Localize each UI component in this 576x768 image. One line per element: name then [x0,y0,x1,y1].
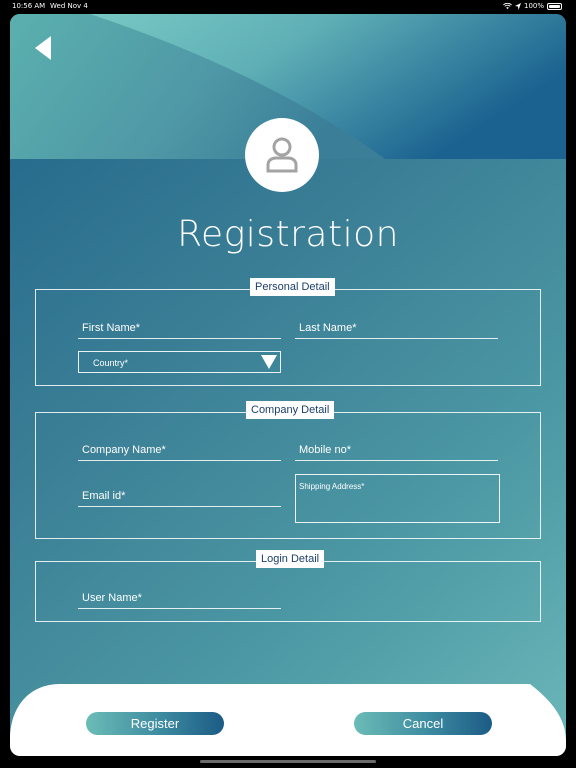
user-name-input[interactable] [78,587,281,608]
home-indicator [200,760,376,763]
status-bar: 10:56 AM Wed Nov 4 100% [0,0,576,12]
login-detail-legend: Login Detail [256,550,325,568]
status-time: 10:56 AM [12,2,46,10]
mobile-field [295,439,498,461]
user-name-field [78,587,281,609]
user-icon [266,137,298,173]
shipping-address-input[interactable] [296,475,499,522]
page-title: Registration [177,214,399,255]
mobile-input[interactable] [295,439,498,460]
first-name-field [78,317,281,339]
registration-panel: Registration Personal Detail Country* Co… [10,14,566,756]
dropdown-caret-icon [261,355,277,369]
wifi-icon [503,2,512,9]
company-detail-section: Company Detail [35,401,541,539]
status-date: Wed Nov 4 [50,2,88,10]
login-detail-section: Login Detail [35,550,541,622]
last-name-input[interactable] [295,317,498,338]
company-name-input[interactable] [78,439,281,460]
bottom-curve-background [10,684,566,756]
personal-detail-legend: Personal Detail [250,278,335,296]
company-name-field [78,439,281,461]
location-icon [514,2,521,10]
status-right: 100% [503,2,562,10]
country-select-label: Country* [93,358,129,368]
back-arrow-icon[interactable] [32,34,54,62]
avatar[interactable] [245,118,319,192]
email-input[interactable] [78,485,281,506]
register-button[interactable]: Register [86,712,224,735]
shipping-address-field [295,474,500,523]
cancel-button[interactable]: Cancel [354,712,492,735]
country-select[interactable]: Country* [78,351,281,373]
personal-detail-section: Personal Detail Country* [35,278,541,386]
company-detail-legend: Company Detail [246,401,335,419]
email-field [78,485,281,507]
battery-icon [547,2,562,10]
first-name-input[interactable] [78,317,281,338]
last-name-field [295,317,498,339]
battery-percent: 100% [523,2,544,10]
